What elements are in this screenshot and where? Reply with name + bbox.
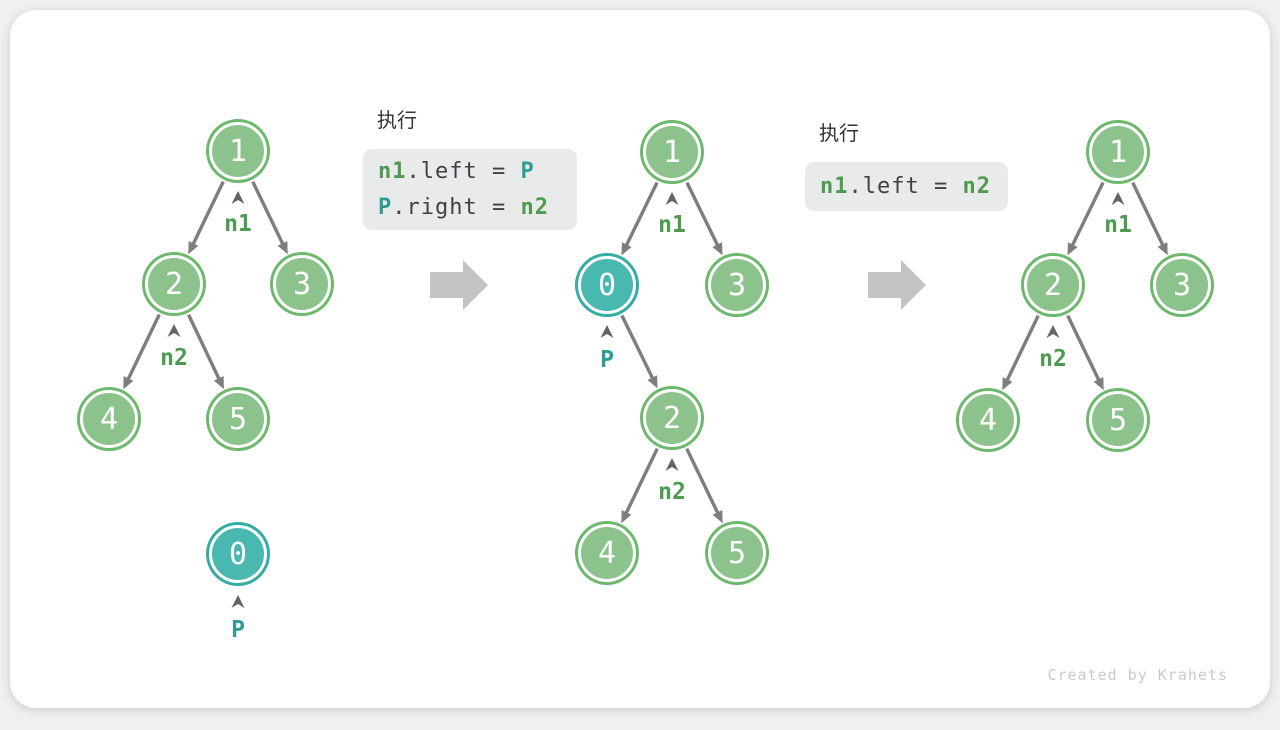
code-token: .left = — [848, 173, 963, 199]
code-line: n1.left = n2 — [820, 169, 1008, 205]
code-token: .left = — [406, 158, 521, 184]
code-line: n1.left = P — [378, 154, 577, 190]
pointer-up-arrow-icon — [231, 595, 245, 608]
tree-node-3: 3 — [708, 256, 766, 314]
tree-edge-arrowhead-icon — [188, 241, 199, 255]
tree-node-5: 5 — [209, 390, 267, 448]
tree-node-2: 2 — [643, 389, 701, 447]
pointer-label-n1: n1 — [658, 212, 686, 238]
code-token: n2 — [962, 173, 991, 199]
tree-node-1: 1 — [209, 122, 267, 180]
tree-node-4: 4 — [959, 391, 1017, 449]
code-panel-step2: 执行 n1.left = n2 — [805, 122, 1008, 211]
pointer-up-arrow-icon — [1111, 192, 1125, 205]
tree-edge-arrowhead-icon — [1157, 242, 1168, 256]
flow-arrow-icon — [430, 260, 488, 310]
code-line: P.right = n2 — [378, 190, 577, 226]
pointer-up-arrow-icon — [600, 325, 614, 338]
pointer-label-P: P — [231, 617, 245, 643]
tree-node-4: 4 — [578, 524, 636, 582]
tree-edge-arrowhead-icon — [123, 376, 134, 390]
tree-node-1: 1 — [643, 123, 701, 181]
pointer-up-arrow-icon — [167, 324, 181, 337]
code-token: n1 — [378, 158, 407, 184]
pointer-up-arrow-icon — [1046, 325, 1060, 338]
tree-node-4: 4 — [80, 390, 138, 448]
pointer-label-n1: n1 — [1104, 212, 1132, 238]
code-token: .right = — [392, 194, 521, 220]
tree-edge-arrowhead-icon — [213, 376, 224, 390]
pointer-label-P: P — [600, 347, 614, 373]
code-token: n1 — [820, 173, 849, 199]
pointer-label-n2: n2 — [658, 479, 686, 505]
tree-node-1: 1 — [1089, 123, 1147, 181]
code-box: n1.left = n2 — [805, 162, 1008, 211]
flow-arrow-icon — [868, 260, 926, 310]
code-token: P — [520, 158, 535, 184]
code-token: P — [378, 194, 393, 220]
pointer-label-n2: n2 — [1039, 346, 1067, 372]
pointer-up-arrow-icon — [665, 192, 679, 205]
tree-node-2: 2 — [145, 255, 203, 313]
tree-node-3: 3 — [273, 255, 331, 313]
tree-edge-arrowhead-icon — [712, 510, 723, 524]
code-panel-title: 执行 — [819, 123, 859, 145]
tree-edge-arrowhead-icon — [621, 510, 632, 524]
tree-edge-arrowhead-icon — [712, 242, 723, 256]
tree-node-0: 0 — [578, 256, 636, 314]
tree-edge-arrowhead-icon — [277, 241, 288, 255]
tree-edge-arrowhead-icon — [647, 375, 658, 389]
pointer-up-arrow-icon — [231, 191, 245, 204]
tree-node-0: 0 — [209, 525, 267, 583]
code-token: n2 — [520, 194, 549, 220]
pointer-label-n1: n1 — [224, 211, 252, 237]
tree-edge-arrowhead-icon — [621, 242, 632, 256]
tree-node-5: 5 — [1089, 391, 1147, 449]
tree-edge-arrowhead-icon — [1002, 377, 1013, 391]
tree-edge-arrowhead-icon — [1093, 377, 1104, 391]
watermark: Created by Krahets — [1047, 666, 1228, 684]
pointer-up-arrow-icon — [665, 458, 679, 471]
tree-node-5: 5 — [708, 524, 766, 582]
code-panel-title: 执行 — [377, 110, 417, 132]
tree-node-3: 3 — [1153, 256, 1211, 314]
tree-node-2: 2 — [1024, 256, 1082, 314]
pointer-label-n2: n2 — [160, 345, 188, 371]
tree-edge-arrowhead-icon — [1067, 242, 1078, 256]
